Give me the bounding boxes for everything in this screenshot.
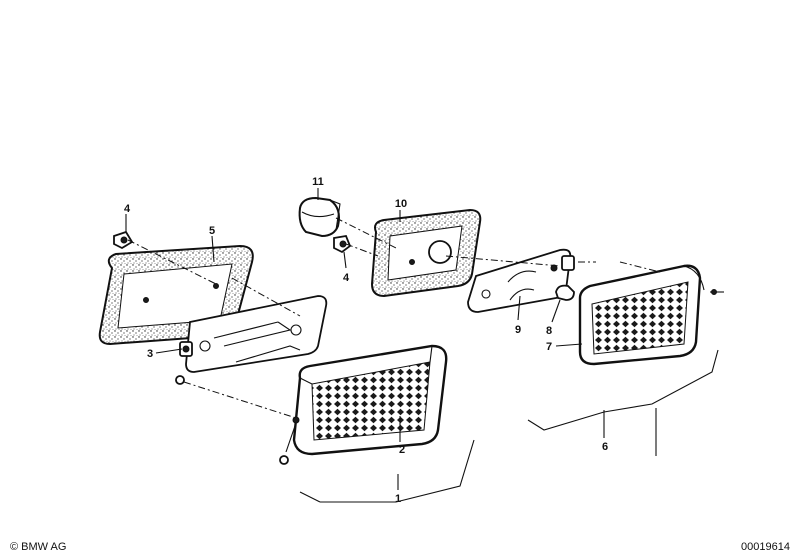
callout-10: 10 [395, 198, 407, 210]
lens-right [578, 264, 724, 366]
assembly-bracket-6 [527, 349, 719, 456]
callout-4-left: 4 [124, 203, 131, 215]
leader-9 [517, 295, 521, 321]
bulb-socket [555, 284, 575, 301]
nut-left [113, 230, 134, 250]
leader-8 [551, 299, 561, 323]
leader-3 [155, 348, 183, 354]
leader-7 [555, 343, 583, 347]
callout-labels: 1 2 3 4 4 5 6 7 8 9 10 11 [124, 176, 608, 505]
lamp-holder-left [175, 295, 328, 385]
callout-11: 11 [312, 176, 324, 188]
lens-left [279, 344, 448, 465]
callout-3: 3 [147, 348, 153, 360]
callout-8: 8 [546, 325, 552, 337]
gasket-middle [370, 208, 482, 298]
gasket-left [98, 244, 254, 346]
assembly-bracket-1 [299, 439, 475, 503]
lamp-holder-middle [467, 248, 575, 313]
leader-4b [343, 251, 347, 269]
callout-1: 1 [395, 493, 401, 505]
callout-2: 2 [399, 444, 405, 456]
callout-7: 7 [546, 341, 552, 353]
bulb [298, 196, 341, 238]
callout-4-middle: 4 [343, 272, 350, 284]
callout-6: 6 [602, 441, 608, 453]
leader-lines [125, 188, 605, 490]
image-number: 00019614 [741, 541, 790, 553]
callout-5: 5 [209, 225, 215, 237]
copyright-text: © BMW AG [10, 541, 66, 553]
nut-middle [333, 234, 352, 254]
leader-5 [211, 235, 215, 263]
assembly-lines [127, 217, 661, 419]
callout-9: 9 [515, 324, 521, 336]
